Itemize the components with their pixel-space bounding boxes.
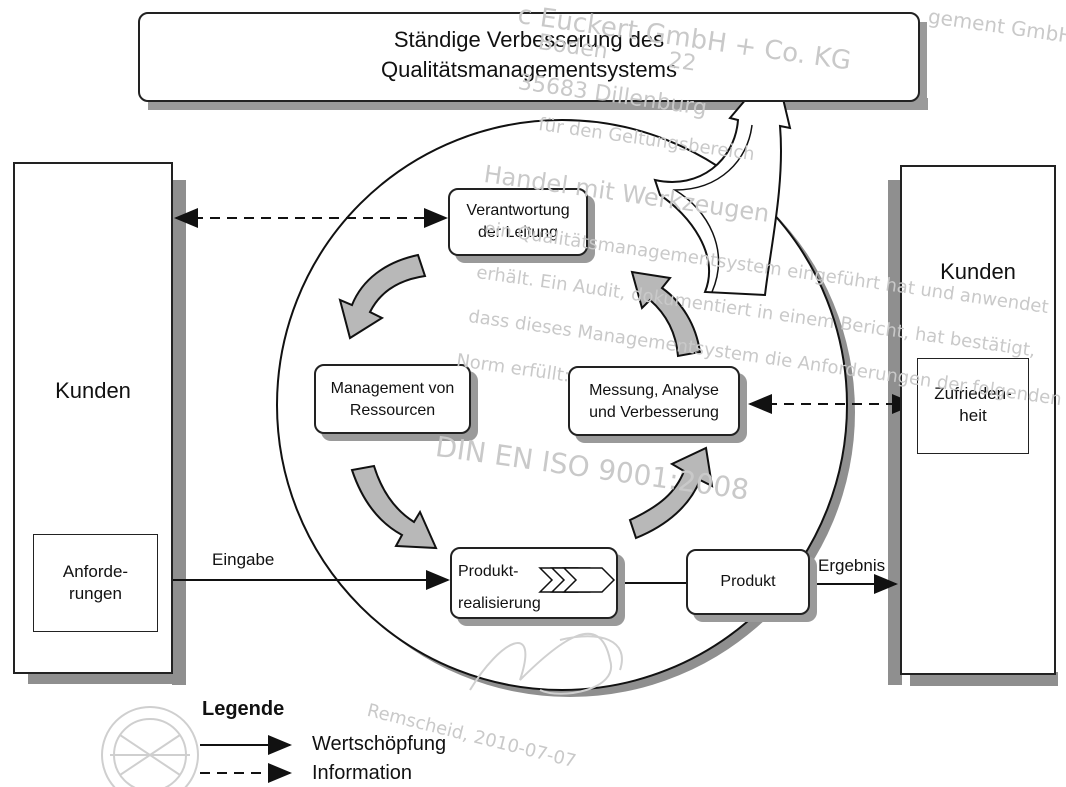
signature xyxy=(469,632,623,695)
realization-box: Produkt- realisierung xyxy=(450,547,618,619)
satisfaction-line1: Zufrieden- xyxy=(934,384,1012,403)
seal-stamp-icon xyxy=(101,706,199,787)
requirements-box: Anforde- rungen xyxy=(33,534,158,632)
satisfaction-box: Zufrieden- heit xyxy=(917,358,1029,454)
resources-line1: Management von xyxy=(330,380,455,397)
top-box-line2: Qualitätsmanagementsystems xyxy=(381,57,677,82)
responsibility-box: Verantwortung der Leitung xyxy=(448,188,588,256)
realization-line2: realisierung xyxy=(458,595,541,612)
legend-information: Information xyxy=(312,762,413,784)
product-box: Produkt xyxy=(686,549,810,615)
right-customer-title: Kunden xyxy=(940,259,1016,284)
chevron-icon xyxy=(538,567,616,593)
resources-line2: Ressourcen xyxy=(349,402,436,419)
right-customer-shadow xyxy=(888,180,902,685)
product-label: Produkt xyxy=(720,573,776,590)
responsibility-line2: der Leitung xyxy=(477,224,559,241)
output-label: Ergebnis xyxy=(818,556,886,575)
cycle-arrow-top-left xyxy=(338,253,427,340)
cycle-arrow-bottom-right xyxy=(628,446,714,540)
legend-value-added: Wertschöpfung xyxy=(312,733,447,755)
measurement-line2: und Verbesserung xyxy=(589,404,719,421)
continuous-improvement-box: Ständige Verbesserung des Qualitätsmanag… xyxy=(138,12,920,102)
requirements-line2: rungen xyxy=(69,584,122,603)
left-customer-shadow xyxy=(172,180,186,685)
input-label: Eingabe xyxy=(212,550,275,569)
cycle-arrow-top-right xyxy=(630,270,702,358)
improvement-arrow xyxy=(653,62,792,297)
requirements-line1: Anforde- xyxy=(62,562,129,581)
legend-title: Legende xyxy=(202,698,285,720)
measurement-box: Messung, Analyse und Verbesserung xyxy=(568,366,740,436)
responsibility-line1: Verantwortung xyxy=(466,202,570,219)
left-customer-title: Kunden xyxy=(55,378,131,403)
measurement-line1: Messung, Analyse xyxy=(589,382,719,399)
cycle-arrow-bottom-left xyxy=(350,464,438,550)
satisfaction-line2: heit xyxy=(959,406,987,425)
realization-line1: Produkt- xyxy=(458,563,519,580)
resources-box: Management von Ressourcen xyxy=(314,364,471,434)
top-box-line1: Ständige Verbesserung des xyxy=(393,27,665,52)
